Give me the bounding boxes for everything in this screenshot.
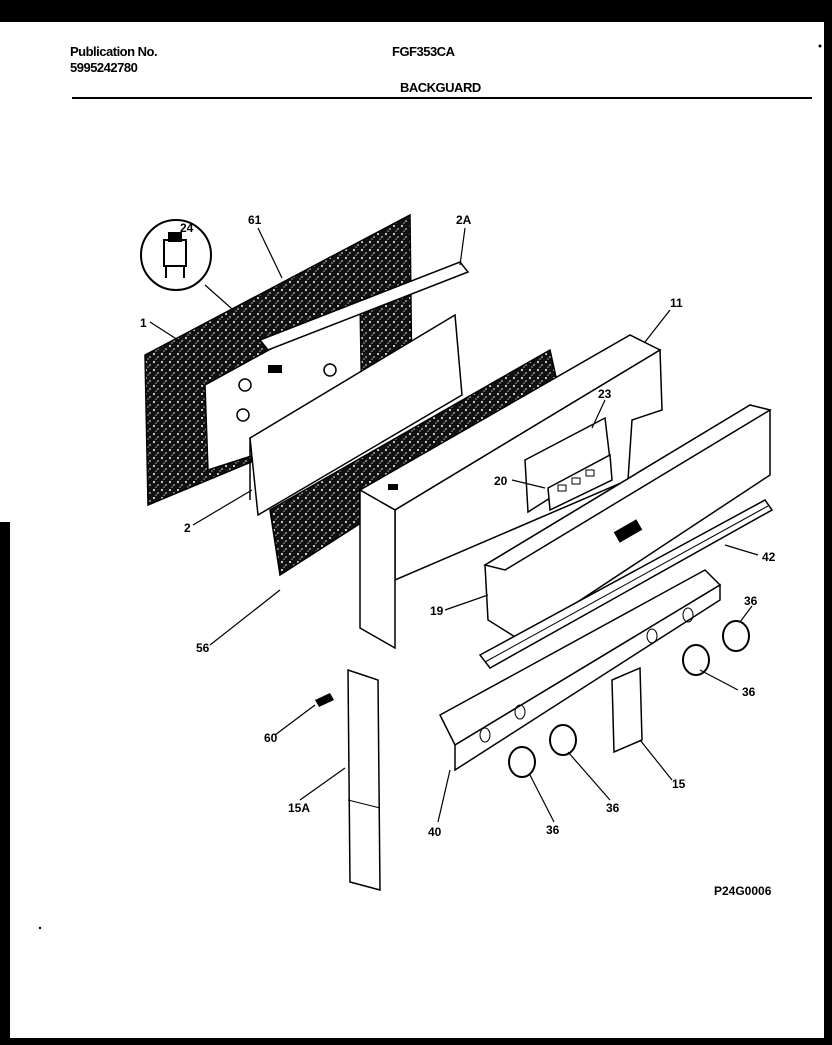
leader-lines xyxy=(149,227,759,823)
top-border xyxy=(0,0,832,22)
control-knobs xyxy=(508,620,750,778)
support-leg xyxy=(611,666,643,754)
callout-40: 40 xyxy=(428,825,442,839)
side-bracket xyxy=(347,668,381,891)
bottom-border xyxy=(0,1038,832,1045)
section-title: BACKGUARD xyxy=(400,80,481,95)
clock-assembly xyxy=(524,416,613,514)
callout-23: 23 xyxy=(598,387,612,401)
callout-19: 19 xyxy=(430,604,444,618)
publication-number: 5995242780 xyxy=(70,60,138,75)
callout-61: 61 xyxy=(248,213,262,227)
callout-11: 11 xyxy=(670,296,683,310)
callout-15: 15 xyxy=(672,777,686,791)
callout-1: 1 xyxy=(140,316,147,330)
callout-36-d: 36 xyxy=(546,823,560,837)
callout-36-b: 36 xyxy=(742,685,756,699)
callout-24: 24 xyxy=(180,221,194,235)
callout-42: 42 xyxy=(762,550,776,564)
top-strip xyxy=(258,261,470,351)
knob-bracket xyxy=(439,569,722,772)
callout-56: 56 xyxy=(196,641,210,655)
callout-15a: 15A xyxy=(288,801,310,815)
figure-id: P24G0006 xyxy=(714,884,772,898)
trim-strip xyxy=(478,499,774,669)
screw xyxy=(315,693,334,707)
callout-36-a: 36 xyxy=(744,594,758,608)
right-border xyxy=(824,22,832,1045)
bracket-panel xyxy=(249,313,463,517)
model-number: FGF353CA xyxy=(392,44,455,59)
callout-20: 20 xyxy=(494,474,508,488)
left-border xyxy=(0,522,10,1045)
header-rule xyxy=(72,97,812,99)
callout-60: 60 xyxy=(264,731,278,745)
publication-label: Publication No. xyxy=(70,44,158,59)
callout-2: 2 xyxy=(184,521,191,535)
control-panel xyxy=(483,404,772,641)
callout-2a: 2A xyxy=(456,213,472,227)
callout-36-c: 36 xyxy=(606,801,620,815)
